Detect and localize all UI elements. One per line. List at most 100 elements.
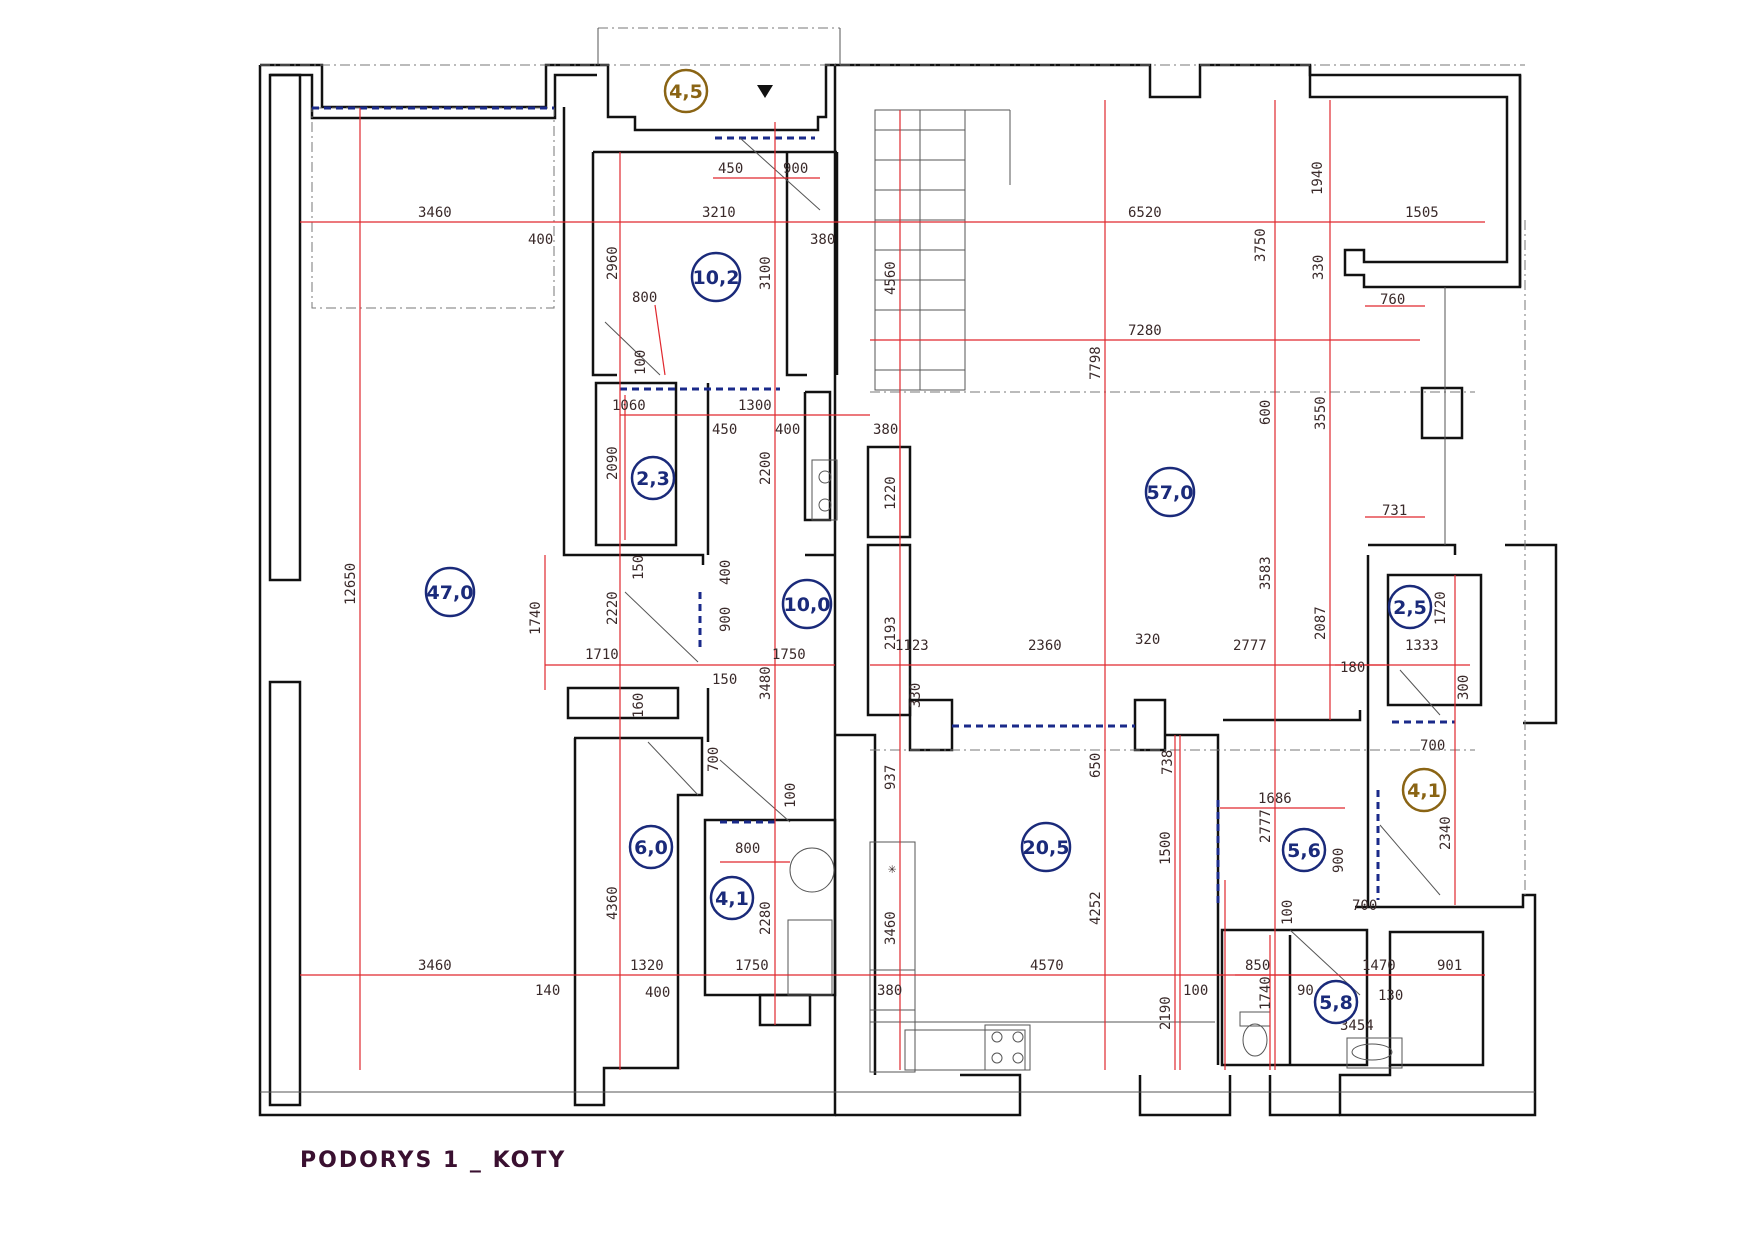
kitchen-counter: ✳ (869, 841, 1215, 1073)
dim-label: 400 (718, 560, 734, 585)
dim-label: 7798 (1088, 346, 1104, 380)
dim-label: 3100 (758, 256, 774, 290)
dim-label: 800 (632, 290, 657, 306)
room-label-exterior: 4,1 (1401, 767, 1447, 813)
dim-label: 1470 (1362, 958, 1396, 974)
dim-label: 180 (1340, 660, 1365, 676)
dim-label: 1320 (630, 958, 664, 974)
svg-text:5,8: 5,8 (1319, 992, 1353, 1014)
dim-label: 900 (718, 607, 734, 632)
dim-label: 4360 (605, 886, 621, 920)
fixtures: ✳ (757, 85, 1403, 1073)
toilet-icon (1239, 1011, 1271, 1057)
svg-text:4,1: 4,1 (715, 888, 749, 910)
dim-label: 90 (1297, 983, 1314, 999)
dim-label: 100 (633, 350, 649, 375)
dim-label: 1720 (1433, 591, 1449, 625)
dim-label: 1710 (585, 647, 619, 663)
dim-label: 100 (783, 783, 799, 808)
room-labels: 47,0 10,2 2,3 10,0 6,0 4,1 57,0 20,5 5,6… (424, 68, 1447, 1025)
dim-label: 1220 (883, 476, 899, 510)
dim-label: 700 (1352, 898, 1377, 914)
dim-label: 1686 (1258, 791, 1292, 807)
hob-icon (984, 1024, 1031, 1071)
dim-label: 3460 (418, 958, 452, 974)
dim-label: 2220 (605, 591, 621, 625)
dim-label: 3454 (1340, 1018, 1374, 1034)
room-label: 47,0 (424, 566, 476, 618)
dim-label: 300 (1456, 675, 1472, 700)
dim-label: 650 (1088, 753, 1104, 778)
svg-text:4,1: 4,1 (1407, 780, 1441, 802)
dim-label: 1750 (735, 958, 769, 974)
washing-machine-icon (787, 847, 835, 996)
dim-label: 380 (877, 983, 902, 999)
dim-label: 12650 (343, 563, 359, 605)
room-label: 2,3 (630, 455, 676, 501)
dim-label: 7280 (1128, 323, 1162, 339)
dim-label: 320 (1135, 632, 1160, 648)
dim-label: 330 (1311, 255, 1327, 280)
dim-label: 4570 (1030, 958, 1064, 974)
dim-label: 3460 (418, 205, 452, 221)
dim-label: 1740 (1258, 976, 1274, 1010)
room-label: 5,6 (1281, 827, 1327, 873)
dimension-labels: 3460 400 3210 380 6520 1505 1940 3750 33… (343, 161, 1472, 1034)
dim-label: 380 (810, 232, 835, 248)
drawing-caption: PODORYS 1 _ KOTY (300, 1148, 567, 1173)
svg-text:20,5: 20,5 (1023, 837, 1070, 859)
bathtub-icon (1346, 1037, 1403, 1069)
thin-lines (260, 27, 1535, 1093)
dim-label: 100 (1280, 900, 1296, 925)
dim-label: 330 (908, 683, 924, 708)
dim-label: 1060 (612, 398, 646, 414)
room-label: 5,8 (1313, 979, 1359, 1025)
staircase (874, 109, 1011, 391)
dim-label: 160 (631, 693, 647, 718)
dim-label: 380 (873, 422, 898, 438)
stair-arrow-icon (757, 85, 773, 98)
dim-label: 731 (1382, 503, 1407, 519)
dim-label: 937 (883, 765, 899, 790)
dim-label: 3210 (702, 205, 736, 221)
dim-label: 3550 (1313, 396, 1329, 430)
room-label: 57,0 (1144, 466, 1196, 518)
dim-label: 2193 (883, 616, 899, 650)
dim-label: 150 (712, 672, 737, 688)
dim-label: 2340 (1438, 816, 1454, 850)
dim-label: 4560 (883, 261, 899, 295)
dim-label: 2280 (758, 901, 774, 935)
dim-label: 2200 (758, 451, 774, 485)
dim-label: 2960 (605, 246, 621, 280)
svg-text:47,0: 47,0 (427, 582, 474, 604)
svg-text:4,5: 4,5 (669, 81, 703, 103)
dim-label: 2090 (605, 446, 621, 480)
room-label: 10,0 (781, 578, 833, 630)
dim-label: 1740 (528, 601, 544, 635)
dim-label: 850 (1245, 958, 1270, 974)
room-label: 10,2 (690, 251, 742, 303)
room-label: 2,5 (1387, 584, 1433, 630)
dim-label: 3460 (883, 911, 899, 945)
dim-label: 600 (1258, 400, 1274, 425)
dim-label: 2777 (1233, 638, 1267, 654)
dim-label: 6520 (1128, 205, 1162, 221)
svg-text:6,0: 6,0 (634, 837, 668, 859)
dim-label: 700 (706, 747, 722, 772)
svg-text:2,5: 2,5 (1393, 597, 1427, 619)
dim-label: 1500 (1158, 831, 1174, 865)
interior-walls (562, 107, 1485, 1107)
dim-label: 901 (1437, 958, 1462, 974)
dim-label: 150 (631, 555, 647, 580)
dim-label: 2087 (1313, 606, 1329, 640)
dim-label: 400 (775, 422, 800, 438)
dim-label: 900 (783, 161, 808, 177)
dim-label: 900 (1331, 848, 1347, 873)
svg-text:2,3: 2,3 (636, 468, 670, 490)
dim-label: 2360 (1028, 638, 1062, 654)
dim-label: 700 (1420, 738, 1445, 754)
svg-text:10,0: 10,0 (784, 594, 831, 616)
svg-text:5,6: 5,6 (1287, 840, 1321, 862)
dim-label: 4252 (1088, 891, 1104, 925)
